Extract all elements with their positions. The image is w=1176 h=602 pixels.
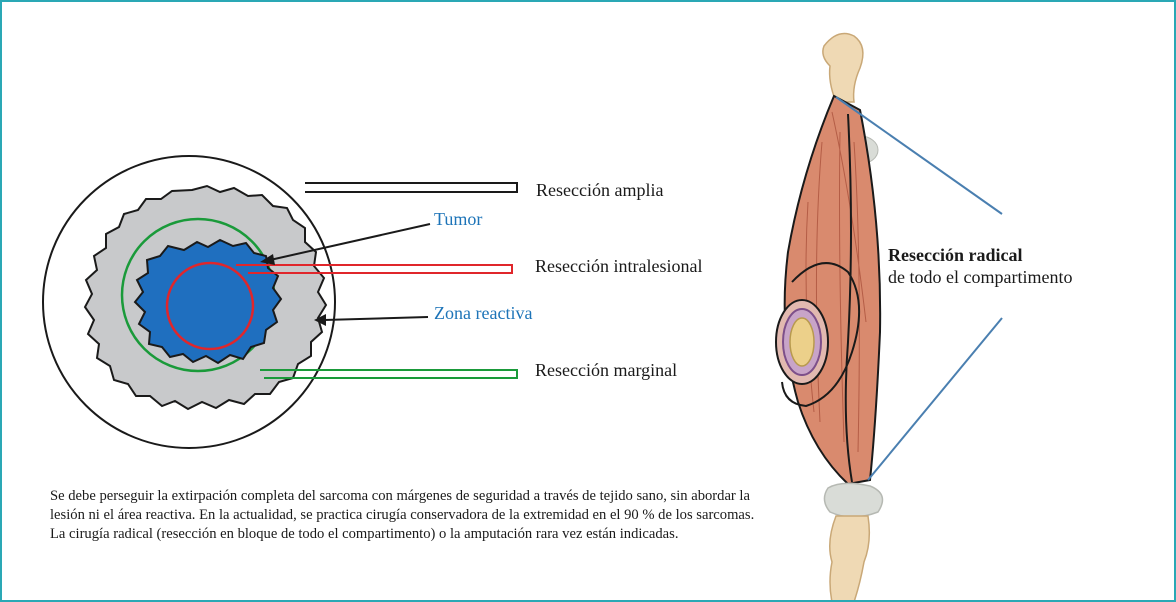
schematic <box>43 156 517 448</box>
reactive-zone-arrow <box>324 317 428 320</box>
upper-bone <box>823 34 863 102</box>
figure-caption: Se debe perseguir la extirpación complet… <box>50 487 762 545</box>
radical-line-bottom <box>868 318 1002 480</box>
label-reseccion-amplia: Resección amplia <box>536 180 663 200</box>
reseccion-radical-subtitle: de todo el compartimento <box>888 267 1072 287</box>
label-tumor: Tumor <box>434 209 482 229</box>
limb-illustration <box>776 34 1002 602</box>
muscle-compartment <box>785 96 881 484</box>
label-zona-reactiva: Zona reactiva <box>434 303 532 323</box>
label-reseccion-marginal: Resección marginal <box>535 360 677 380</box>
wide-resection-leader <box>305 183 517 192</box>
reseccion-radical-title: Resección radical <box>888 245 1022 265</box>
lesion-core <box>790 318 814 366</box>
label-reseccion-radical: Resección radical de todo el compartimen… <box>888 244 1072 288</box>
lower-joint <box>824 483 882 517</box>
label-reseccion-intralesional: Resección intralesional <box>535 256 702 276</box>
tumor-mass <box>135 240 281 363</box>
lower-bone <box>830 516 870 602</box>
